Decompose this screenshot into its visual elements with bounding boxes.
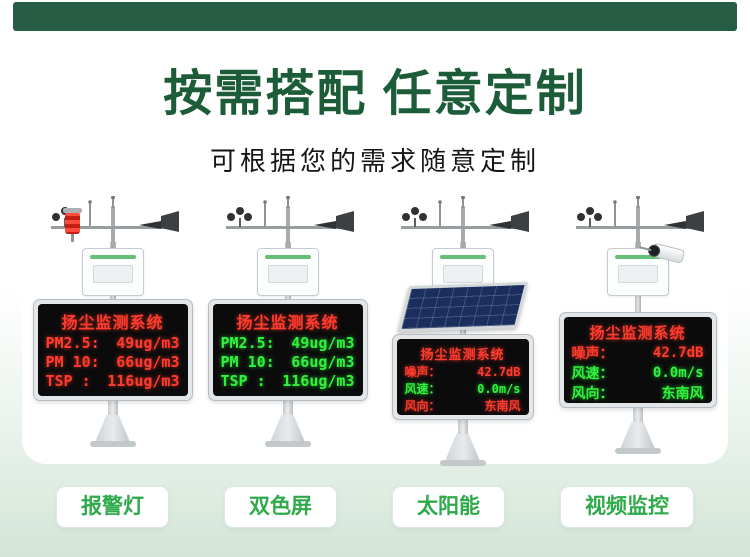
stand-base [620, 422, 655, 448]
stand-base [445, 434, 480, 460]
led-display-title: 扬尘监测系统 [589, 324, 686, 342]
feature-buttons-row: 报警灯 双色屏 太阳能 视频监控 [0, 486, 750, 528]
stand-foot [89, 441, 136, 447]
led-line-value: 116ug/m3 [282, 372, 355, 390]
led-line-value: 66ug/m3 [291, 353, 355, 371]
led-line-label: PM2.5: [220, 334, 275, 352]
led-display-line: 风向： 东南风 [572, 383, 704, 403]
station-alarm-light: 扬尘监测系统 PM2.5: 49ug/m3 PM 10: 66ug/m3 TSP… [27, 196, 199, 468]
button-alarm-light[interactable]: 报警灯 [56, 486, 169, 528]
stand-foot [614, 448, 661, 454]
led-display-line: PM 10: 66ug/m3 [221, 353, 355, 371]
led-display-line: 风向： 东南风 [405, 397, 521, 414]
led-line-value: 0.0m/s [652, 365, 704, 381]
station-video-monitoring: 扬尘监测系统 噪声： 42.7dB 风速： 0.0m/s 风向： 东南风 [552, 196, 724, 468]
led-display-line: 噪声： 42.7dB [572, 343, 704, 363]
wind-sensors-icon [225, 196, 354, 256]
led-line-value: 66ug/m3 [116, 353, 180, 371]
led-line-label: 噪声： [404, 365, 441, 379]
led-display-line: PM2.5: 49ug/m3 [46, 334, 180, 352]
display-stand [27, 401, 199, 447]
led-display-line: 风速： 0.0m/s [405, 380, 521, 397]
led-line-label: 风速： [571, 366, 614, 382]
led-line-value: 东南风 [484, 399, 521, 413]
led-line-label: PM2.5: [45, 334, 100, 352]
led-display-line: PM2.5: 49ug/m3 [221, 334, 355, 352]
display-stand [202, 401, 374, 447]
stand-base [270, 415, 305, 441]
led-line-label: PM 10: [220, 353, 275, 371]
led-line-value: 0.0m/s [477, 381, 521, 396]
wind-sensors-icon [400, 196, 529, 256]
led-display-title: 扬尘监测系统 [61, 313, 164, 332]
led-panel: 扬尘监测系统 PM2.5: 49ug/m3 PM 10: 66ug/m3 TSP… [212, 304, 363, 396]
led-line-value: 42.7dB [652, 345, 704, 361]
led-line-value: 东南风 [661, 386, 704, 402]
led-line-label: TSP : [45, 372, 91, 390]
led-display: 扬尘监测系统 噪声： 42.7dB 风速： 0.0m/s 风向： 东南风 [391, 334, 534, 420]
led-display-line: TSP : 116ug/m3 [221, 372, 355, 390]
controller-box [606, 248, 669, 296]
header: 按需搭配 任意定制 可根据您的需求随意定制 [0, 54, 750, 178]
led-line-value: 49ug/m3 [116, 334, 180, 352]
led-display-line: TSP : 116ug/m3 [46, 372, 180, 390]
alarm-beacon-icon [62, 208, 82, 242]
stand-pole [632, 408, 643, 422]
wind-sensors-icon [575, 196, 704, 256]
led-panel: 扬尘监测系统 PM2.5: 49ug/m3 PM 10: 66ug/m3 TSP… [37, 304, 188, 396]
stand-pole [282, 401, 293, 415]
led-line-label: PM 10: [45, 353, 100, 371]
station-dual-color-screen: 扬尘监测系统 PM2.5: 49ug/m3 PM 10: 66ug/m3 TSP… [202, 196, 374, 468]
station-solar-power: 扬尘监测系统 噪声： 42.7dB 风速： 0.0m/s 风向： 东南风 [377, 196, 549, 468]
page-subtitle: 可根据您的需求随意定制 [209, 146, 540, 176]
led-line-label: TSP : [220, 372, 266, 390]
led-line-value: 116ug/m3 [107, 372, 180, 390]
led-display-line: 噪声： 42.7dB [405, 363, 521, 380]
stand-base [95, 415, 130, 441]
stand-pole [457, 420, 468, 434]
top-green-banner [13, 2, 737, 31]
led-display-line: 风速： 0.0m/s [572, 363, 704, 383]
page-title: 按需搭配 任意定制 [163, 67, 587, 121]
led-display-title: 扬尘监测系统 [236, 313, 339, 332]
controller-box [256, 248, 319, 296]
led-panel: 扬尘监测系统 噪声： 42.7dB 风速： 0.0m/s 风向： 东南风 [563, 317, 712, 403]
led-display-line: PM 10: 66ug/m3 [46, 353, 180, 371]
led-line-label: 风向： [571, 386, 614, 402]
button-video-monitoring[interactable]: 视频监控 [560, 486, 694, 528]
button-solar-power[interactable]: 太阳能 [392, 486, 505, 528]
stand-foot [264, 441, 311, 447]
display-stand [377, 420, 549, 466]
led-display: 扬尘监测系统 噪声： 42.7dB 风速： 0.0m/s 风向： 东南风 [558, 312, 717, 408]
led-line-value: 49ug/m3 [291, 334, 355, 352]
stand-pole [107, 401, 118, 415]
led-display: 扬尘监测系统 PM2.5: 49ug/m3 PM 10: 66ug/m3 TSP… [207, 299, 368, 401]
led-line-label: 风速： [404, 382, 441, 396]
button-dual-color-screen[interactable]: 双色屏 [224, 486, 337, 528]
display-stand [552, 408, 724, 454]
stand-foot [439, 460, 486, 466]
led-line-label: 风向： [404, 399, 441, 413]
led-line-label: 噪声： [571, 346, 614, 362]
led-display-title: 扬尘监测系统 [420, 348, 505, 363]
wind-sensors-icon [50, 196, 179, 256]
stations-row: 扬尘监测系统 PM2.5: 49ug/m3 PM 10: 66ug/m3 TSP… [0, 196, 750, 468]
led-line-value: 42.7dB [477, 364, 521, 379]
led-panel: 扬尘监测系统 噪声： 42.7dB 风速： 0.0m/s 风向： 东南风 [396, 339, 529, 415]
led-display: 扬尘监测系统 PM2.5: 49ug/m3 PM 10: 66ug/m3 TSP… [32, 299, 193, 401]
solar-panel-icon [397, 281, 528, 333]
controller-box [81, 248, 144, 296]
